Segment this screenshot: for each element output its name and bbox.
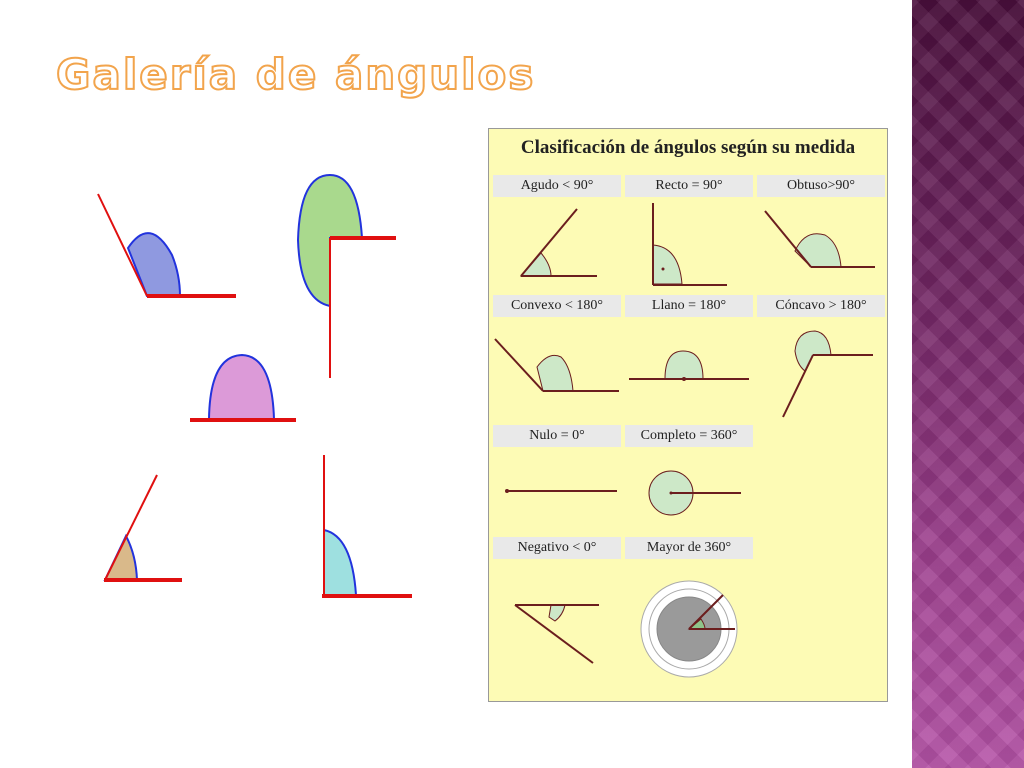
- decorative-side-band: [912, 0, 1024, 768]
- label-agudo: Agudo < 90°: [493, 175, 621, 197]
- label-recto: Recto = 90°: [625, 175, 753, 197]
- gallery-angle-cyan: [322, 455, 412, 598]
- gallery-angle-green: [296, 173, 396, 378]
- label-nulo: Nulo = 0°: [493, 425, 621, 447]
- angle-gallery: [97, 173, 412, 598]
- gallery-angle-purple: [97, 193, 236, 298]
- figure-drawings: [494, 203, 875, 678]
- drawing-nulo: [505, 489, 617, 493]
- drawing-llano: [629, 350, 749, 381]
- label-llano: Llano = 180°: [625, 295, 753, 317]
- label-completo: Completo = 360°: [625, 425, 753, 447]
- drawing-negativo: [514, 604, 599, 664]
- label-convexo: Convexo < 180°: [493, 295, 621, 317]
- figure-title: Clasificación de ángulos según su medida: [520, 137, 856, 158]
- drawing-agudo: [519, 208, 597, 277]
- gallery-angle-tan: [103, 474, 182, 582]
- gallery-angle-pink: [190, 353, 296, 422]
- label-obtuso: Obtuso>90°: [757, 175, 885, 197]
- label-negativo: Negativo < 0°: [493, 537, 621, 559]
- label-mayor: Mayor de 360°: [625, 537, 753, 559]
- drawing-convexo: [494, 338, 619, 392]
- drawing-completo: [648, 470, 741, 516]
- drawing-recto: [652, 203, 727, 286]
- drawing-obtuso: [764, 210, 875, 268]
- angle-classification-figure: Clasificación de ángulos según su medida…: [488, 128, 888, 702]
- drawing-concavo: [782, 330, 873, 418]
- drawing-mayor-360: [640, 580, 738, 678]
- label-concavo: Cóncavo > 180°: [757, 295, 885, 317]
- slide-title: Galería de ángulos: [55, 49, 536, 100]
